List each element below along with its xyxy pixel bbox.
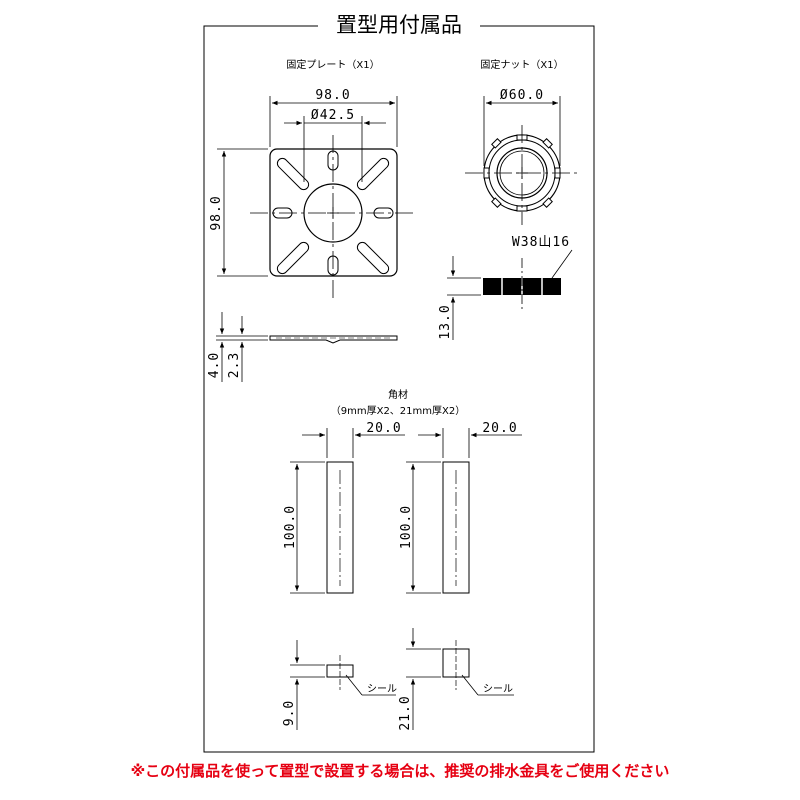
spacer-21mm-thickness-dim: 21.0 xyxy=(398,695,413,730)
usage-note: ※この付属品を使って置型で設置する場合は、推奨の排水金具をご使用ください xyxy=(130,762,670,780)
plate-height-dim: 98.0 xyxy=(209,195,224,230)
plate-thickness-dim: 4.0 xyxy=(207,352,222,378)
fixing-nut-side-view: W38山16 13.0 xyxy=(438,235,573,340)
drawing-title: 置型用付属品 xyxy=(336,13,462,37)
spacer-9mm-length-dim: 100.0 xyxy=(283,505,298,549)
nut-diameter-dim: Ø60.0 xyxy=(500,88,544,103)
nut-thread-label: W38山16 xyxy=(512,235,570,250)
spacer-9mm: 20.0 100.0 9.0 シール xyxy=(282,421,405,730)
spacer-label: 角材 xyxy=(388,388,408,401)
spacer-21mm-length-dim: 100.0 xyxy=(399,505,414,549)
plate-hole-dim: Ø42.5 xyxy=(311,108,355,123)
fixing-plate-side-view: 4.0 2.3 xyxy=(207,312,398,382)
fixing-plate-top-view: 固定プレート（X1） xyxy=(209,58,416,300)
spacer-21mm-width-dim: 20.0 xyxy=(482,421,517,436)
nut-label: 固定ナット（X1） xyxy=(480,58,563,71)
spacer-9mm-width-dim: 20.0 xyxy=(366,421,401,436)
spacer-9mm-seal-label: シール xyxy=(367,684,397,695)
plate-label: 固定プレート（X1） xyxy=(286,58,379,71)
spacer-9mm-thickness-dim: 9.0 xyxy=(282,700,297,726)
fixing-nut-top-view: 固定ナット（X1） Ø60.0 xyxy=(465,58,580,225)
drawing-frame xyxy=(203,25,595,753)
spacer-sublabel: （9mm厚X2、21mm厚X2） xyxy=(331,405,465,417)
spacer-21mm: 20.0 100.0 21.0 シール xyxy=(398,421,522,731)
plate-width-dim: 98.0 xyxy=(315,88,350,103)
spacer-21mm-seal-label: シール xyxy=(483,684,513,695)
plate-steel-thickness-dim: 2.3 xyxy=(227,352,242,378)
nut-height-dim: 13.0 xyxy=(438,304,453,339)
